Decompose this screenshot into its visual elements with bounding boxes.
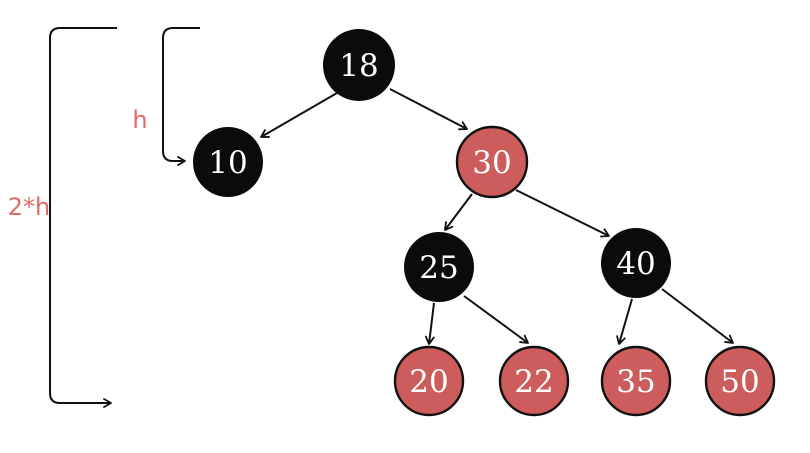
tree-node-35: 35 xyxy=(600,345,672,417)
node-circle xyxy=(704,345,776,417)
node-value: 18 xyxy=(339,48,378,84)
tree-node-50: 50 xyxy=(704,345,776,417)
edge-30-25 xyxy=(444,193,473,231)
node-value: 30 xyxy=(472,145,511,181)
node-value: 10 xyxy=(208,145,247,181)
tree-node-40: 40 xyxy=(601,228,671,298)
node-value: 22 xyxy=(514,364,553,400)
node-circle xyxy=(393,345,465,417)
tree-node-30: 30 xyxy=(455,125,529,199)
node-value: 40 xyxy=(616,246,655,282)
double-height-label: 2*h xyxy=(8,193,50,221)
edge-25-20 xyxy=(424,302,435,345)
tree-node-10: 10 xyxy=(193,127,263,197)
tree-node-25: 25 xyxy=(404,232,474,302)
tree-node-18: 18 xyxy=(323,29,395,101)
height-label: h xyxy=(132,106,147,134)
node-value: 35 xyxy=(616,364,655,400)
node-value: 25 xyxy=(419,250,458,286)
edge-18-10 xyxy=(260,92,338,138)
bracket-h xyxy=(162,27,200,166)
node-value: 50 xyxy=(720,364,759,400)
node-circle xyxy=(601,228,671,298)
node-value: 20 xyxy=(409,364,448,400)
edge-40-50 xyxy=(661,288,734,344)
edge-25-22 xyxy=(463,295,529,344)
edge-18-30 xyxy=(389,88,468,131)
node-circle xyxy=(498,345,570,417)
edge-30-40 xyxy=(515,189,610,238)
node-circle xyxy=(600,345,672,417)
node-circle xyxy=(193,127,263,197)
tree-node-22: 22 xyxy=(498,345,570,417)
node-circle xyxy=(323,29,395,101)
edge-40-35 xyxy=(616,298,633,345)
bracket-2h xyxy=(49,27,117,408)
tree-node-20: 20 xyxy=(393,345,465,417)
node-circle xyxy=(455,125,529,199)
node-circle xyxy=(404,232,474,302)
